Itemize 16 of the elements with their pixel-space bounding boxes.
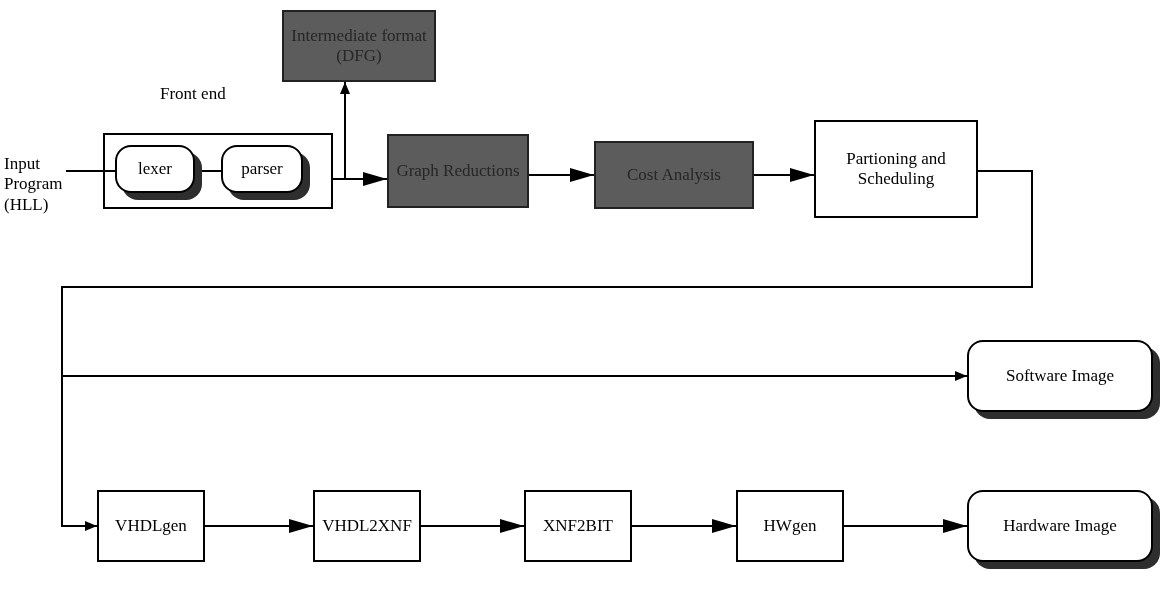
arrow [420, 519, 525, 533]
process-box: HWgen [736, 490, 844, 562]
arrow [753, 168, 815, 182]
arrow [61, 170, 1033, 531]
arrow [631, 519, 737, 533]
group-title: Front end [160, 84, 226, 105]
arrow [843, 519, 968, 533]
arrow [332, 81, 350, 180]
connector-line [65, 170, 116, 172]
process-box: VHDLgen [97, 490, 205, 562]
process-box: Partioning and Scheduling [814, 120, 978, 218]
node-text: Input Program (HLL) [4, 150, 66, 220]
process-box: XNF2BIT [524, 490, 632, 562]
arrow [204, 519, 314, 533]
arrow [528, 168, 595, 182]
process-box: VHDL2XNF [313, 490, 421, 562]
